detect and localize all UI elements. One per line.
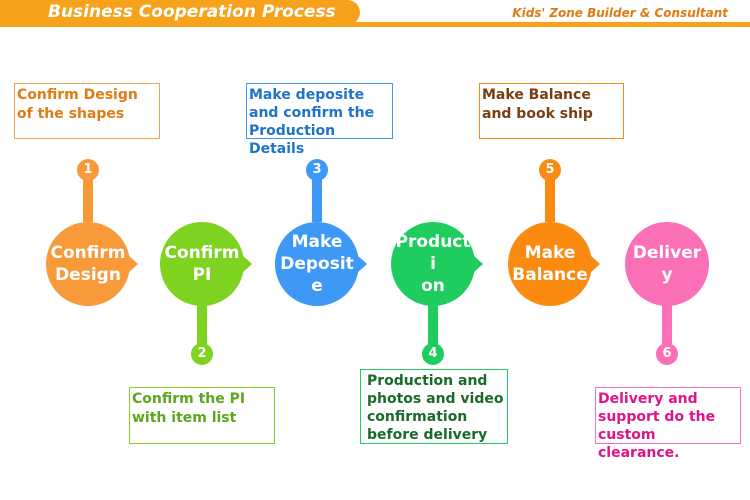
header-bar: Business Cooperation Process Kids' Zone … — [0, 0, 750, 27]
step-3-connector — [312, 180, 322, 222]
step-1-number: 1 — [77, 159, 99, 181]
step-3-arrow — [357, 255, 367, 273]
step-5-arrow — [590, 255, 600, 273]
step-5-description-box: Make Balance and book ship — [479, 83, 624, 139]
step-6-connector — [662, 304, 672, 344]
step-4-number: 4 — [422, 343, 444, 365]
step-5-number: 5 — [539, 159, 561, 181]
step-2-connector — [197, 304, 207, 344]
step-2-label: Confirm PI — [164, 243, 240, 285]
step-6-circle: Delivery — [625, 222, 709, 306]
step-1-arrow — [128, 255, 138, 273]
step-4-circle: Producti on — [391, 222, 475, 306]
step-4-connector — [428, 304, 438, 344]
step-1-label: Confirm Design — [50, 243, 126, 285]
step-6-number: 6 — [656, 343, 678, 365]
step-4-arrow — [473, 255, 483, 273]
step-1-connector — [83, 180, 93, 222]
step-1-circle: Confirm Design — [46, 222, 130, 306]
step-4-description-box: Production and photos and video confirma… — [360, 369, 508, 444]
step-5-circle: Make Balance — [508, 222, 592, 306]
step-3-number: 3 — [306, 159, 328, 181]
step-6-label: Delivery — [632, 243, 702, 285]
header-title-banner: Business Cooperation Process — [0, 0, 360, 25]
step-1-description-box: Confirm Design of the shapes — [14, 83, 160, 139]
header-underline — [0, 22, 750, 27]
step-3-circle: Make Deposit e — [275, 222, 359, 306]
step-2-number: 2 — [191, 343, 213, 365]
step-2-arrow — [242, 255, 252, 273]
step-3-description-box: Make deposite and confirm the Production… — [246, 83, 393, 157]
step-6-description-box: Delivery and support do the custom clear… — [595, 387, 741, 461]
step-2-circle: Confirm PI — [160, 222, 244, 306]
step-5-label: Make Balance — [512, 243, 588, 285]
page-title: Business Cooperation Process — [48, 2, 336, 22]
step-3-label: Make Deposit e — [280, 232, 354, 296]
company-name: Kids' Zone Builder & Consultant — [512, 6, 728, 20]
step-5-connector — [545, 180, 555, 222]
step-2-description-box: Confirm the PI with item list — [129, 387, 275, 444]
step-4-label: Producti on — [395, 232, 471, 296]
